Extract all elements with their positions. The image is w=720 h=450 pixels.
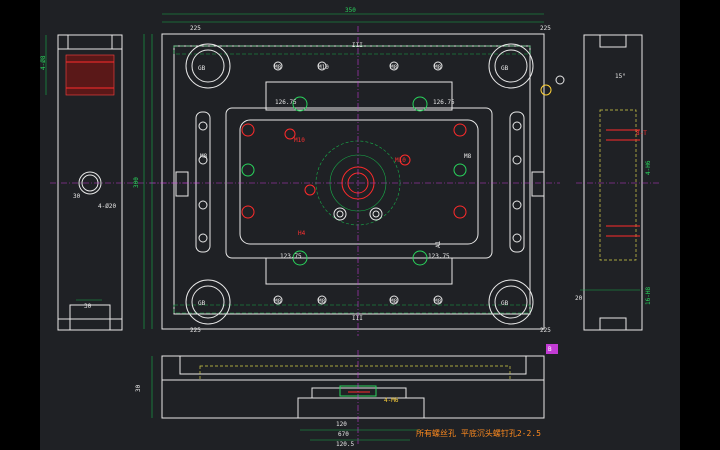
section-marker-badge	[546, 344, 558, 354]
dim-front-a: 120	[336, 421, 347, 428]
label-screw-4: M8	[434, 64, 442, 71]
label-screw-1: M8	[274, 64, 282, 71]
dim-label-b: 126.75	[433, 99, 455, 106]
dim-label-left-mid: 30	[73, 193, 81, 200]
label-red-h4: H4	[298, 230, 306, 237]
left-side-view	[45, 34, 200, 331]
dim-label-bolts: 4-Ø8	[40, 55, 47, 70]
label-screw-3: M8	[390, 64, 398, 71]
dim-label-d: 123.75	[428, 253, 450, 260]
dim-corner-br: 225	[540, 327, 551, 334]
plan-view	[143, 13, 560, 336]
label-center-top: III	[352, 42, 363, 49]
dim-corner-bl: 225	[190, 327, 201, 334]
label-right-red: 8-T	[636, 130, 647, 137]
drawing-note: 所有螺丝孔 平底沉头螺钉孔2-2.5	[416, 428, 541, 438]
label-screw-6: M8	[318, 298, 326, 305]
dim-overall-width: 350	[345, 7, 356, 14]
dim-front-height: 30	[135, 384, 142, 392]
label-m8-side: M8	[200, 153, 208, 160]
dim-label-left-bottom: 30	[84, 303, 92, 310]
label-screw-5: M8	[274, 298, 282, 305]
dim-right-angle: 15°	[615, 73, 626, 80]
dim-label-left-dia: 4-Ø20	[98, 203, 116, 210]
front-view	[151, 350, 545, 444]
label-guide-bl: GB	[198, 300, 206, 307]
dim-corner-tl: 225	[190, 25, 201, 32]
dim-front-c: 120.5	[336, 441, 354, 448]
label-m8-side-r: M8	[464, 153, 472, 160]
label-red-m10: M10	[294, 137, 305, 144]
label-screw-2: M10	[318, 64, 329, 71]
cad-drawing-canvas[interactable]: 4-Ø8 30 4-Ø20 30	[40, 0, 680, 450]
dim-label-c: 123.75	[280, 253, 302, 260]
label-guide-br: GB	[501, 300, 509, 307]
dim-label-a: 126.75	[275, 99, 297, 106]
label-center-bottom: III	[352, 315, 363, 322]
label-screw-7: M8	[390, 298, 398, 305]
label-right-mid: 4-H6	[645, 160, 652, 175]
label-guide-tl: GB	[198, 65, 206, 72]
dim-front-b: 670	[338, 431, 349, 438]
label-a1: A1	[435, 240, 442, 248]
label-guide-tr: GB	[501, 65, 509, 72]
section-marker-text: B	[548, 346, 552, 353]
label-front-m6: 4-M6	[384, 397, 399, 404]
right-side-view	[540, 34, 660, 331]
dim-overall-height: 300	[133, 177, 140, 188]
label-red-m10-b: M10	[395, 157, 406, 164]
dim-right-20: 20	[575, 295, 583, 302]
label-screw-8: M8	[434, 298, 442, 305]
label-right-bottom: 16-H8	[645, 287, 652, 305]
dim-corner-tr: 225	[540, 25, 551, 32]
mold-drawing: 4-Ø8 30 4-Ø20 30	[40, 7, 660, 448]
